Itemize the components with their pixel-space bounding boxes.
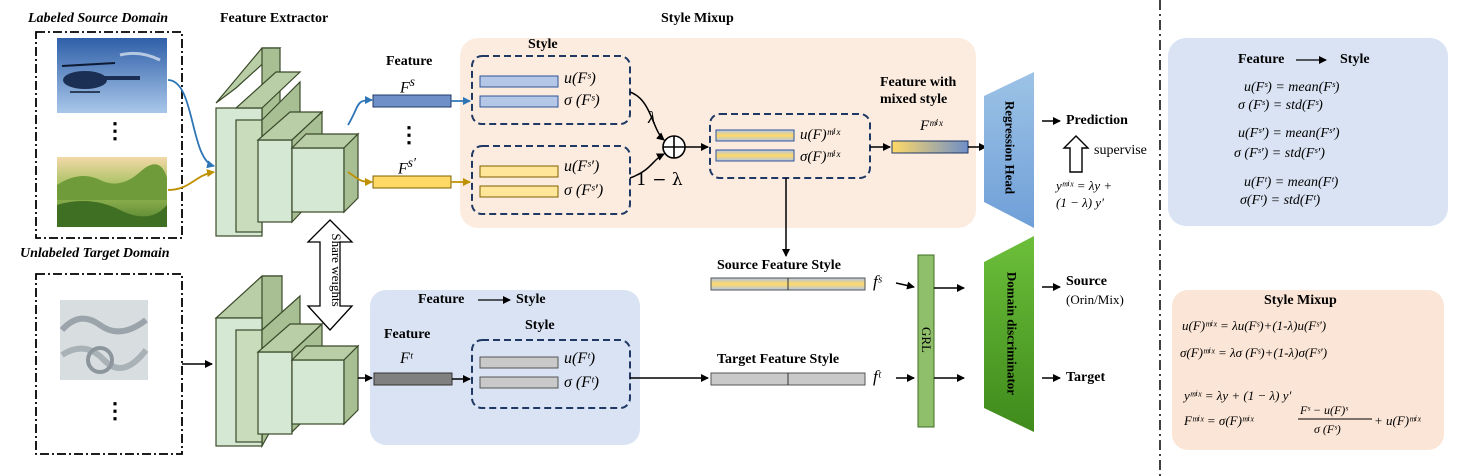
mixed-style-label: Feature with mixed style bbox=[880, 75, 957, 107]
source-domain-title: Labeled Source Domain bbox=[28, 11, 168, 26]
supervise-arrow bbox=[1062, 135, 1090, 173]
target-ellipsis: ⋮ bbox=[104, 398, 126, 423]
sigma-fs2-label: σ (Fˢ′) bbox=[564, 182, 604, 199]
legend-mixup-title: Style Mixup bbox=[1264, 293, 1337, 308]
legend-bottom-panel bbox=[1172, 290, 1444, 450]
ft-style-label: fᵗ bbox=[873, 367, 881, 386]
style-box-fs bbox=[471, 55, 631, 125]
grl-label: GRL bbox=[919, 327, 934, 353]
lambda-label: λ bbox=[648, 108, 656, 127]
fs2-label: Fs′ bbox=[398, 155, 416, 178]
extractor-top bbox=[215, 47, 360, 237]
legend-line-5: σ(Fᵗ) = std(Fᵗ) bbox=[1240, 193, 1321, 208]
source-feature-style-label: Source Feature Style bbox=[717, 258, 841, 273]
one-minus-lambda-label: 1 − λ bbox=[636, 170, 683, 190]
feature-label-bottom: Feature bbox=[384, 327, 431, 342]
legend-mix-numerator: Fˢ − u(F)ˢ bbox=[1300, 403, 1348, 417]
legend-line-0: u(Fˢ) = mean(Fˢ) bbox=[1244, 80, 1340, 95]
legend-mix-line-2: yᵐⁱˣ = λy + (1 − λ) y′ bbox=[1184, 388, 1292, 403]
feature-ellipsis: ⋮ bbox=[398, 122, 420, 147]
fs-style-label: fˢ bbox=[873, 272, 882, 291]
ymix-line1: yᵐⁱˣ = λy + bbox=[1056, 178, 1113, 193]
style-label-bottom: Style bbox=[525, 318, 555, 333]
share-weights-label: Share weights bbox=[329, 233, 344, 307]
fs-label: Fs bbox=[400, 74, 415, 97]
feature-label-top: Feature bbox=[386, 54, 433, 69]
target-input-box bbox=[35, 273, 183, 455]
legend-mix-line-0: u(F)ᵐⁱˣ = λu(Fˢ)+(1-λ)u(Fˢ′) bbox=[1182, 318, 1327, 333]
legend-feature: Feature bbox=[1238, 52, 1285, 67]
ymix-line2: (1 − λ) y′ bbox=[1056, 195, 1104, 210]
source-output-label: Source bbox=[1066, 274, 1107, 289]
supervise-label: supervise bbox=[1094, 143, 1147, 158]
sigma-fs-label: σ (Fˢ) bbox=[564, 92, 600, 109]
u-ft-label: u(Fᵗ) bbox=[564, 350, 596, 367]
target-header-feature: Feature bbox=[418, 292, 465, 307]
u-fs2-label: u(Fˢ′) bbox=[564, 158, 600, 175]
mixed-style-box bbox=[709, 113, 871, 179]
legend-mix-line-3: Fᵐⁱˣ = σ(F)ᵐⁱˣ bbox=[1184, 413, 1254, 428]
legend-line-2: u(Fˢ′) = mean(Fˢ′) bbox=[1238, 126, 1340, 141]
ft-label: Fᵗ bbox=[400, 350, 413, 367]
share-weights-arrow bbox=[306, 219, 354, 331]
style-box-ft bbox=[471, 339, 631, 409]
regression-head bbox=[984, 72, 1034, 228]
discriminator-label: Domain discriminator bbox=[1004, 271, 1020, 396]
sigma-mix-label: σ(F)ᵐⁱˣ bbox=[800, 149, 841, 165]
feature-extractor-title: Feature Extractor bbox=[220, 11, 329, 26]
feature-bar-fmix bbox=[891, 140, 969, 154]
legend-style: Style bbox=[1340, 52, 1370, 67]
style-box-fs2 bbox=[471, 145, 631, 215]
legend-mix-line-1: σ(F)ᵐⁱˣ = λσ (Fˢ)+(1-λ)σ(Fˢ′) bbox=[1180, 345, 1328, 360]
style-mixup-title: Style Mixup bbox=[661, 11, 734, 26]
style-label-top: Style bbox=[528, 37, 558, 52]
prediction-label: Prediction bbox=[1066, 113, 1128, 128]
u-mix-label: u(F)ᵐⁱˣ bbox=[800, 127, 841, 143]
extractor-bottom bbox=[214, 275, 360, 449]
legend-top-panel bbox=[1168, 38, 1448, 226]
legend-line-4: u(Fᵗ) = mean(Fᵗ) bbox=[1244, 175, 1339, 190]
legend-mix-tail: + u(F)ᵐⁱˣ bbox=[1374, 413, 1421, 428]
source-output-sub: (Orin/Mix) bbox=[1066, 292, 1124, 307]
landscape-image bbox=[57, 157, 167, 227]
source-ellipsis: ⋮ bbox=[104, 118, 126, 143]
legend-line-1: σ (Fˢ) = std(Fˢ) bbox=[1238, 98, 1323, 113]
sigma-ft-label: σ (Fᵗ) bbox=[564, 374, 600, 391]
ornament-image bbox=[59, 300, 149, 380]
feature-bar-ft bbox=[373, 372, 453, 386]
fmix-label: Fᵐⁱˣ bbox=[920, 118, 943, 134]
domain-discriminator bbox=[984, 236, 1034, 432]
target-header-style: Style bbox=[516, 292, 546, 307]
regression-head-label: Regression Head bbox=[1002, 100, 1018, 195]
target-domain-title: Unlabeled Target Domain bbox=[20, 246, 170, 261]
source-input-box bbox=[35, 31, 183, 239]
legend-line-3: σ (Fˢ′) = std(Fˢ′) bbox=[1234, 146, 1325, 161]
grl-block bbox=[917, 254, 935, 428]
u-fs-label: u(Fˢ) bbox=[564, 70, 596, 87]
helicopter-image bbox=[57, 38, 167, 113]
target-feature-style-label: Target Feature Style bbox=[717, 352, 840, 367]
target-output-label: Target bbox=[1066, 370, 1106, 385]
legend-mix-denominator: σ (Fˢ) bbox=[1314, 422, 1341, 436]
